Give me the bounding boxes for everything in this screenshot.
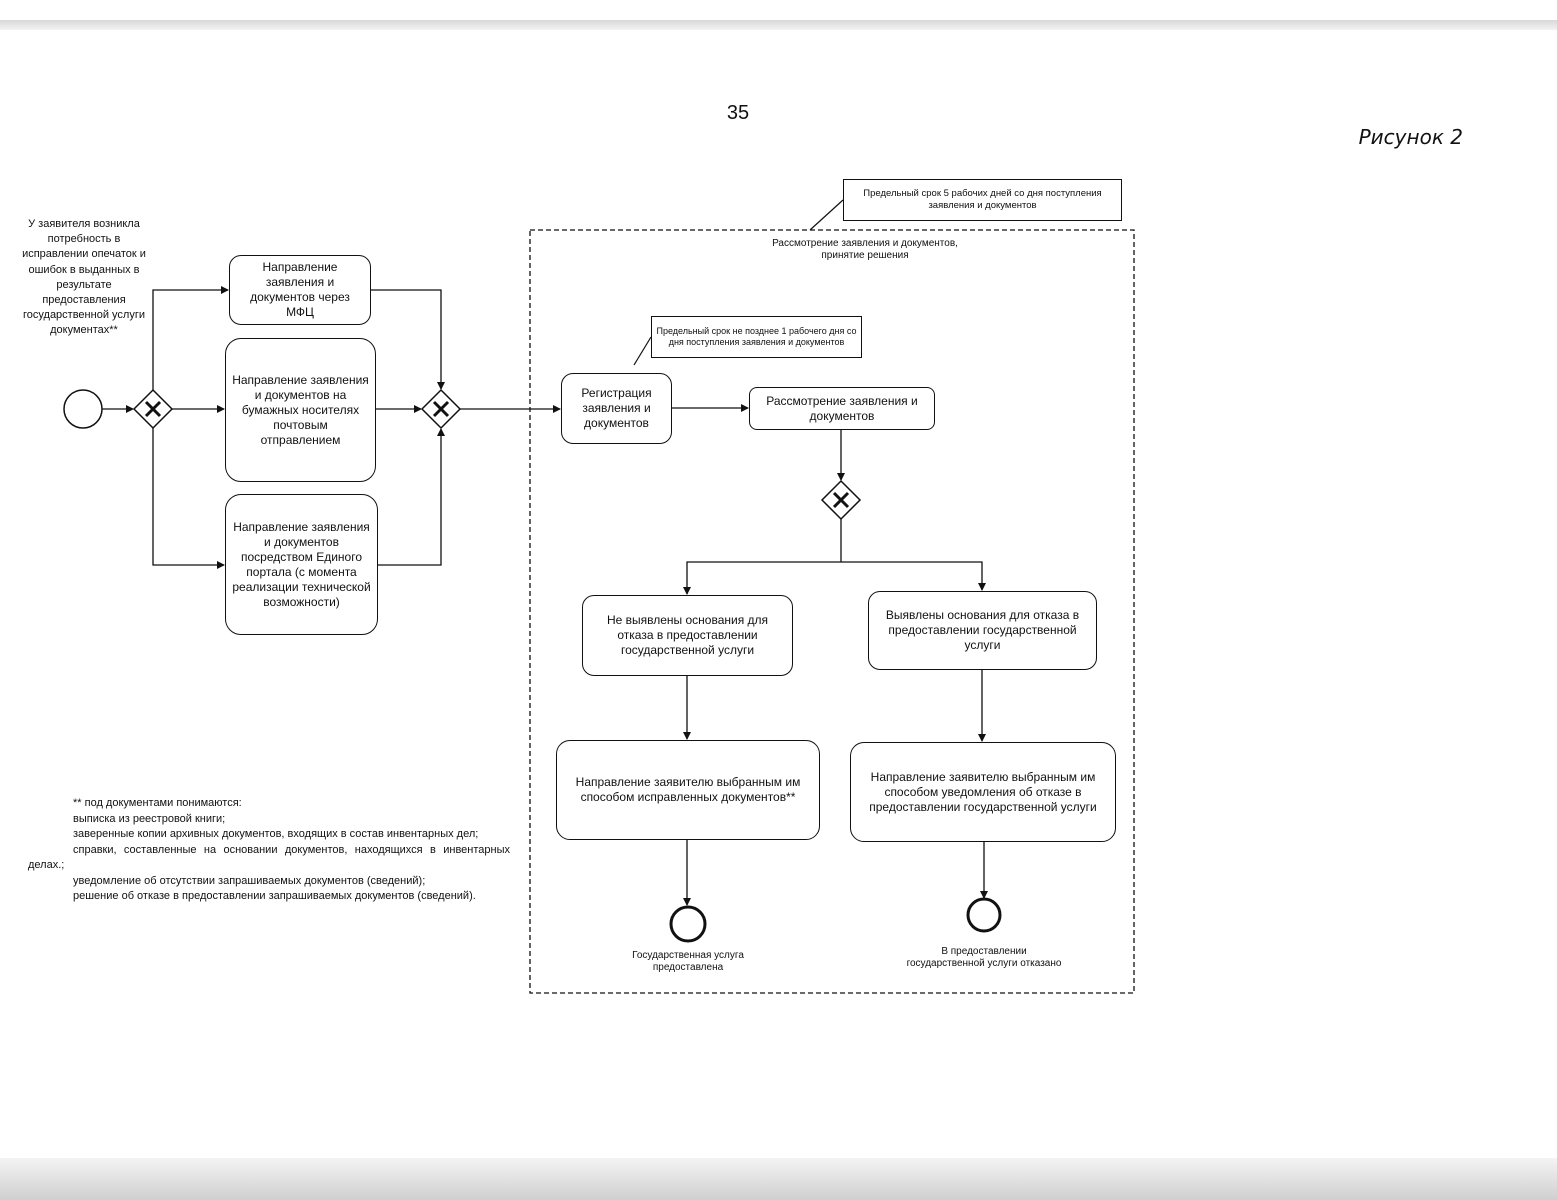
note-deadline-5-days: Предельный срок 5 рабочих дней со дня по… xyxy=(843,179,1122,221)
note-deadline-1-day: Предельный срок не позднее 1 рабочего дн… xyxy=(651,316,862,358)
footnote-line: уведомление об отсутствии запрашиваемых … xyxy=(73,874,426,887)
exclusive-gateway-decision xyxy=(820,479,862,521)
task-no-grounds-for-refusal: Не выявлены основания для отказа в предо… xyxy=(582,595,793,676)
footnote-line: выписка из реестровой книги; xyxy=(73,812,226,825)
flow-split-to-portal xyxy=(152,428,225,569)
footnote-line: решение об отказе в предоставлении запра… xyxy=(73,890,476,902)
scan-edge-bottom xyxy=(0,1158,1557,1200)
task-send-refusal-notice: Направление заявителю выбранным им спосо… xyxy=(850,742,1116,842)
exclusive-gateway-merge xyxy=(420,388,462,430)
annotation-link-1-day xyxy=(633,336,652,366)
footnote-line: ** под документами понимаются: xyxy=(73,797,242,809)
scan-edge-top xyxy=(0,20,1557,30)
subprocess-title: Рассмотрение заявления и документов, при… xyxy=(772,238,958,261)
start-event xyxy=(63,389,103,429)
footnote-line: справки, составленные на основании докум… xyxy=(28,843,510,872)
footnote-documents: ** под документами понимаются: выписка и… xyxy=(28,796,510,905)
footnote-line: заверенные копии архивных документов, вх… xyxy=(73,828,479,840)
subprocess-frame xyxy=(529,229,1135,994)
flow-decision-to-grounds xyxy=(841,561,986,591)
flow-mfc-to-merge xyxy=(371,289,445,390)
task-grounds-for-refusal: Выявлены основания для отказа в предоста… xyxy=(868,591,1097,670)
flow-decision-to-no-grounds xyxy=(683,561,841,595)
exclusive-gateway-split xyxy=(132,388,174,430)
page-number: 35 xyxy=(726,102,750,124)
task-send-by-post: Направление заявления и документов на бу… xyxy=(225,338,376,482)
end-label-service-provided: Государственная услуга предоставлена xyxy=(632,950,744,973)
task-send-via-portal: Направление заявления и документов посре… xyxy=(225,494,378,635)
flow-split-to-mfc xyxy=(152,286,229,390)
task-send-via-mfc: Направление заявления и документов через… xyxy=(229,255,371,325)
start-event-label: У заявителя возникла потребность в испра… xyxy=(22,218,146,337)
annotation-link-5-days xyxy=(809,199,844,231)
task-review: Рассмотрение заявления и документов xyxy=(749,387,935,430)
flow-portal-to-merge xyxy=(378,428,445,566)
figure-label: Рисунок 2 xyxy=(1358,125,1463,149)
end-event-refused xyxy=(966,897,1002,933)
task-registration: Регистрация заявления и документов xyxy=(561,373,672,444)
task-send-corrected-documents: Направление заявителю выбранным им спосо… xyxy=(556,740,820,840)
end-label-service-refused: В предоставлении государственной услуги … xyxy=(906,946,1062,969)
end-event-provided xyxy=(669,905,707,943)
